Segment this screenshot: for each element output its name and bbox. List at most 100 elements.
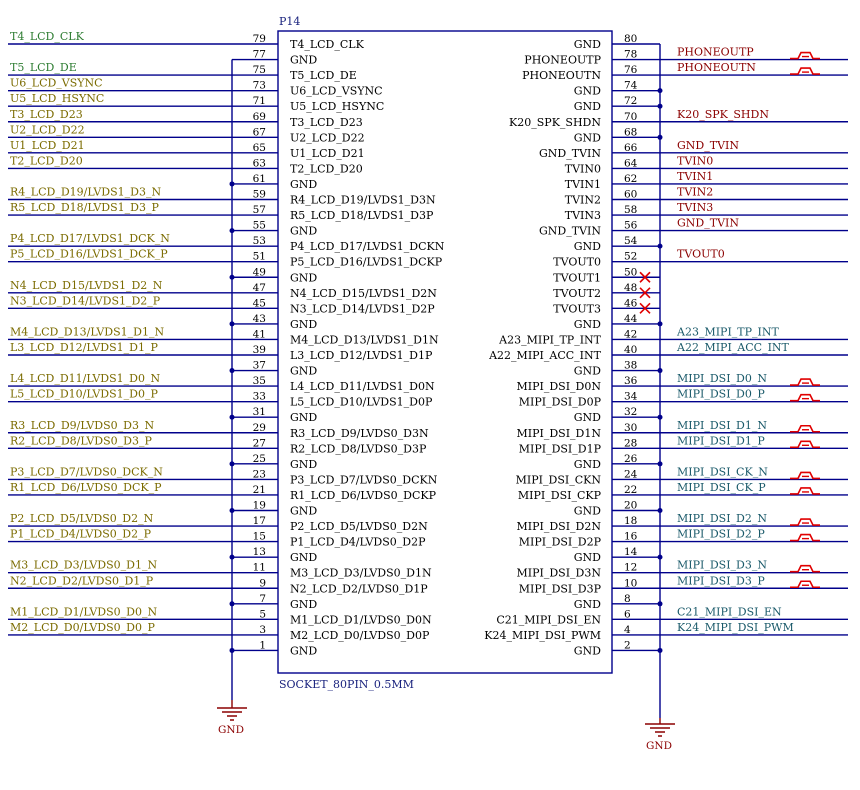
pin-name-21: R1_LCD_D6/LVDS0_DCKP xyxy=(290,489,437,502)
net-label-47: N4_LCD_D15/LVDS1_D2_N xyxy=(10,279,163,292)
diff-pair-marker-30 xyxy=(790,424,820,433)
pin-number-50: 50 xyxy=(624,266,637,278)
no-connect-46 xyxy=(639,302,651,314)
pin-number-66: 66 xyxy=(624,142,638,154)
net-label-58: TVIN3 xyxy=(677,201,713,214)
pin-number-44: 44 xyxy=(624,313,638,325)
net-label-64: TVIN0 xyxy=(677,154,713,167)
pin-number-16: 16 xyxy=(624,531,638,543)
pin-name-70: K20_SPK_SHDN xyxy=(509,116,601,129)
pin-name-31: GND xyxy=(290,411,317,424)
gnd-label-left: GND xyxy=(218,724,244,736)
pin-number-58: 58 xyxy=(624,204,637,216)
pin-name-15: P1_LCD_D4/LVDS0_D2P xyxy=(290,536,426,549)
net-label-41: M4_LCD_D13/LVDS1_D1_N xyxy=(10,325,164,338)
pin-name-10: MIPI_DSI_D3P xyxy=(519,582,602,595)
pin-name-65: U1_LCD_D21 xyxy=(290,147,365,160)
connector-body xyxy=(277,30,613,674)
pin-name-5: M1_LCD_D1/LVDS0_D0N xyxy=(290,613,432,626)
pin-name-26: GND xyxy=(574,458,601,471)
net-label-36: MIPI_DSI_D0_N xyxy=(677,372,767,385)
pin-number-51: 51 xyxy=(253,251,266,263)
pin-name-52: TVOUT0 xyxy=(553,256,601,269)
diff-pair-marker-22 xyxy=(790,487,820,495)
pin-number-6: 6 xyxy=(624,608,631,620)
net-label-69: T3_LCD_D23 xyxy=(10,108,83,121)
pin-name-71: U5_LCD_HSYNC xyxy=(290,100,384,113)
pin-number-57: 57 xyxy=(253,204,266,216)
net-label-11: M3_LCD_D3/LVDS0_D1_N xyxy=(10,559,157,572)
pin-name-24: MIPI_DSI_CKN xyxy=(516,473,602,486)
pin-number-38: 38 xyxy=(624,360,637,372)
net-label-42: A23_MIPI_TP_INT xyxy=(676,325,780,338)
designator-label: P14 xyxy=(279,15,300,28)
pin-name-47: N4_LCD_D15/LVDS1_D2N xyxy=(290,287,437,300)
pin-name-56: GND_TVIN xyxy=(539,225,601,238)
net-label-52: TVOUT0 xyxy=(677,248,725,261)
diff-pair-wave-34 xyxy=(790,393,820,402)
pin-name-1: GND xyxy=(290,644,317,657)
diff-pair-marker-18 xyxy=(790,518,820,526)
pin-number-20: 20 xyxy=(624,500,637,512)
net-label-18: MIPI_DSI_D2_N xyxy=(677,512,767,525)
pin-name-33: L5_LCD_D10/LVDS1_D0P xyxy=(290,396,433,409)
net-label-22: MIPI_DSI_CK_P xyxy=(677,481,766,494)
net-label-57: R5_LCD_D18/LVDS1_D3_P xyxy=(10,201,159,214)
pin-name-41: M4_LCD_D13/LVDS1_D1N xyxy=(290,333,439,346)
pin-name-49: GND xyxy=(290,271,317,284)
net-label-33: L5_LCD_D10/LVDS1_D0_P xyxy=(10,388,158,401)
pin-name-43: GND xyxy=(290,318,317,331)
marker-layer xyxy=(229,51,820,653)
net-label-35: L4_LCD_D11/LVDS1_D0_N xyxy=(10,372,160,385)
diff-pair-marker-34 xyxy=(790,393,820,402)
pin-number-67: 67 xyxy=(253,126,266,138)
pin-name-32: GND xyxy=(574,411,601,424)
pin-name-55: GND xyxy=(290,225,317,238)
junction-left-5 xyxy=(229,368,235,374)
junction-right-11 xyxy=(657,601,663,607)
pin-number-77: 77 xyxy=(253,49,266,61)
pin-name-63: T2_LCD_D20 xyxy=(290,162,363,175)
pin-name-60: TVIN2 xyxy=(565,194,601,207)
junction-right-1 xyxy=(657,88,663,94)
junction-left-1 xyxy=(229,181,235,187)
net-label-70: K20_SPK_SHDN xyxy=(677,108,769,121)
diff-pair-wave-22 xyxy=(790,487,820,495)
pin-number-9: 9 xyxy=(259,577,266,589)
pin-name-39: L3_LCD_D12/LVDS1_D1P xyxy=(290,349,433,362)
pin-number-34: 34 xyxy=(624,391,638,403)
pin-number-33: 33 xyxy=(253,391,266,403)
pin-number-40: 40 xyxy=(624,344,637,356)
pin-name-53: P4_LCD_D17/LVDS1_DCKN xyxy=(290,240,445,253)
pin-name-58: TVIN3 xyxy=(565,209,601,222)
diff-pair-wave-76 xyxy=(790,67,820,75)
pin-name-34: MIPI_DSI_D0P xyxy=(519,396,602,409)
net-label-17: P2_LCD_D5/LVDS0_D2_N xyxy=(10,512,154,525)
diff-pair-marker-12 xyxy=(790,564,820,573)
net-label-76: PHONEOUTN xyxy=(677,61,756,74)
net-label-24: MIPI_DSI_CK_N xyxy=(677,465,768,478)
junction-left-10 xyxy=(229,601,235,607)
pin-name-30: MIPI_DSI_D1N xyxy=(517,427,602,440)
pin-name-38: GND xyxy=(574,365,601,378)
pin-number-36: 36 xyxy=(624,375,638,387)
pin-number-32: 32 xyxy=(624,406,637,418)
pin-number-24: 24 xyxy=(624,468,638,480)
pin-number-25: 25 xyxy=(253,453,266,465)
wire-layer xyxy=(8,43,848,718)
diff-pair-wave-16 xyxy=(790,533,820,542)
pin-number-22: 22 xyxy=(624,484,637,496)
pin-number-31: 31 xyxy=(253,406,266,418)
pin-name-78: PHONEOUTP xyxy=(524,54,601,67)
diff-pair-marker-78 xyxy=(790,51,820,60)
pin-name-27: R2_LCD_D8/LVDS0_D3P xyxy=(290,442,427,455)
pin-name-14: GND xyxy=(574,551,601,564)
junction-left-9 xyxy=(229,554,235,560)
pin-number-17: 17 xyxy=(253,515,266,527)
pin-name-66: GND_TVIN xyxy=(539,147,601,160)
diff-pair-wave-30 xyxy=(790,424,820,433)
diff-pair-wave-78 xyxy=(790,51,820,60)
pin-number-35: 35 xyxy=(253,375,266,387)
